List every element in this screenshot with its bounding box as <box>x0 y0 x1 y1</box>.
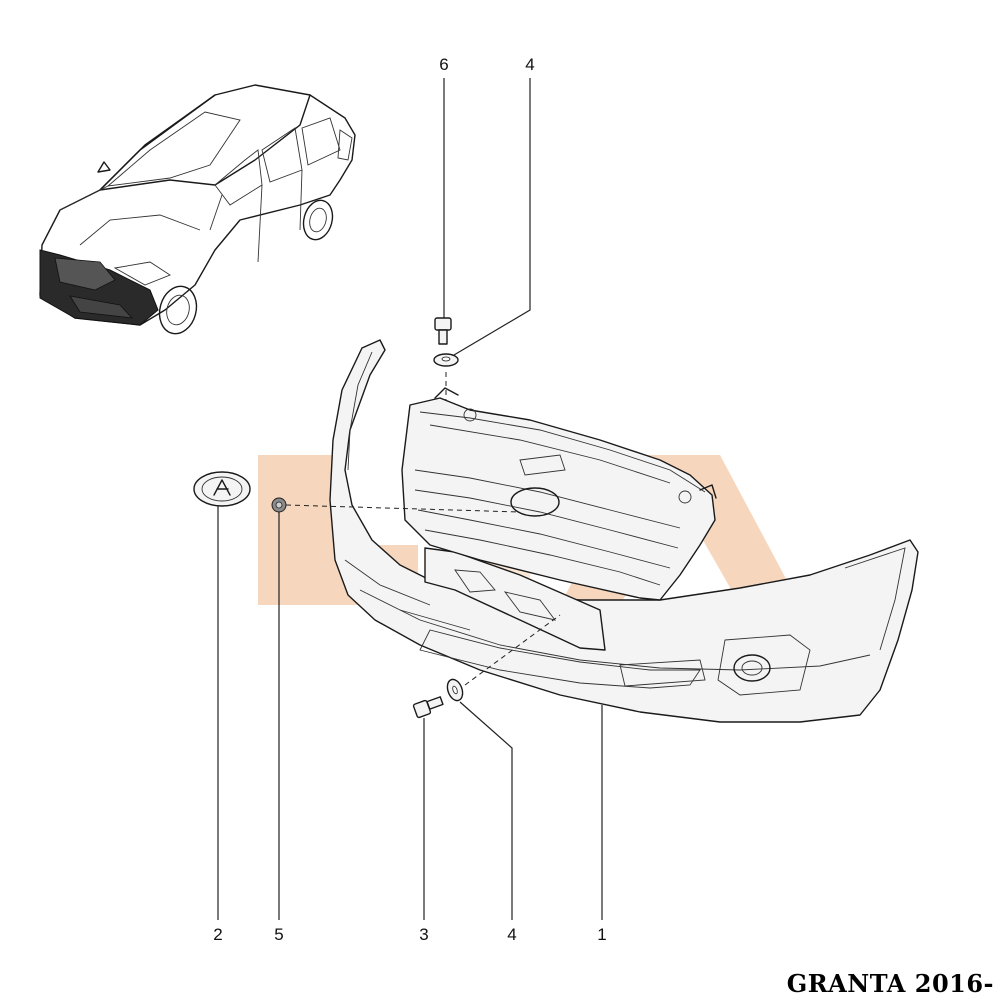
model-label: GRANTA 2016- <box>786 969 994 998</box>
front-bumper <box>329 339 919 723</box>
bolt-bottom <box>412 696 444 719</box>
callout-4-top: 4 <box>525 55 534 74</box>
washer-top <box>433 353 459 367</box>
washer-bottom <box>446 678 464 702</box>
callout-4-bottom: 4 <box>507 925 516 944</box>
callout-6: 6 <box>439 55 448 74</box>
clip-nut <box>271 497 287 513</box>
callout-5: 5 <box>274 925 283 944</box>
radiator-grille <box>401 387 717 601</box>
bolt-top <box>434 317 452 345</box>
assembly-lines <box>285 372 561 686</box>
callout-2: 2 <box>213 925 222 944</box>
callout-3: 3 <box>419 925 428 944</box>
callout-1: 1 <box>597 925 606 944</box>
car-thumbnail <box>39 84 356 335</box>
leader-lines <box>217 78 603 920</box>
lada-emblem <box>193 471 251 507</box>
